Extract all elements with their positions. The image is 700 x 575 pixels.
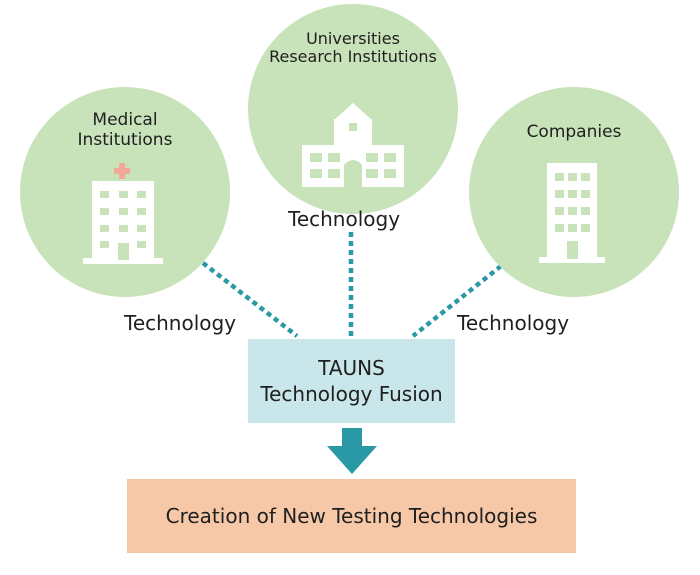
connector-medical <box>201 261 299 338</box>
technology-label-center: Technology <box>288 207 401 231</box>
universities-label-line1: Universities <box>306 29 400 48</box>
companies-node: Companies <box>469 87 679 297</box>
tauns-title: TAUNS <box>318 356 385 380</box>
result-label: Creation of New Testing Technologies <box>165 504 538 528</box>
companies-node-label: Companies <box>469 122 679 143</box>
technology-label-left: Technology <box>124 311 237 335</box>
arrow-down-icon <box>327 428 377 474</box>
universities-node-label: Universities Research Institutions <box>248 29 458 67</box>
connector-companies <box>411 264 503 338</box>
companies-label-line1: Companies <box>526 122 622 142</box>
universities-label-line2: Research Institutions <box>269 47 437 67</box>
tauns-fusion-box: TAUNS Technology Fusion <box>248 339 455 423</box>
medical-node-label: Medical Institutions <box>20 110 230 150</box>
universities-node: Universities Research Institutions <box>248 4 458 214</box>
university-building-icon <box>302 103 404 187</box>
office-building-icon <box>539 163 605 263</box>
medical-label-line2: Institutions <box>77 129 173 150</box>
hospital-building-icon <box>83 163 163 264</box>
medical-institutions-node: Medical Institutions <box>20 87 230 297</box>
medical-label-line1: Medical <box>92 110 158 130</box>
technology-label-right: Technology <box>457 311 570 335</box>
result-box: Creation of New Testing Technologies <box>127 479 576 553</box>
tauns-subtitle: Technology Fusion <box>260 382 443 406</box>
